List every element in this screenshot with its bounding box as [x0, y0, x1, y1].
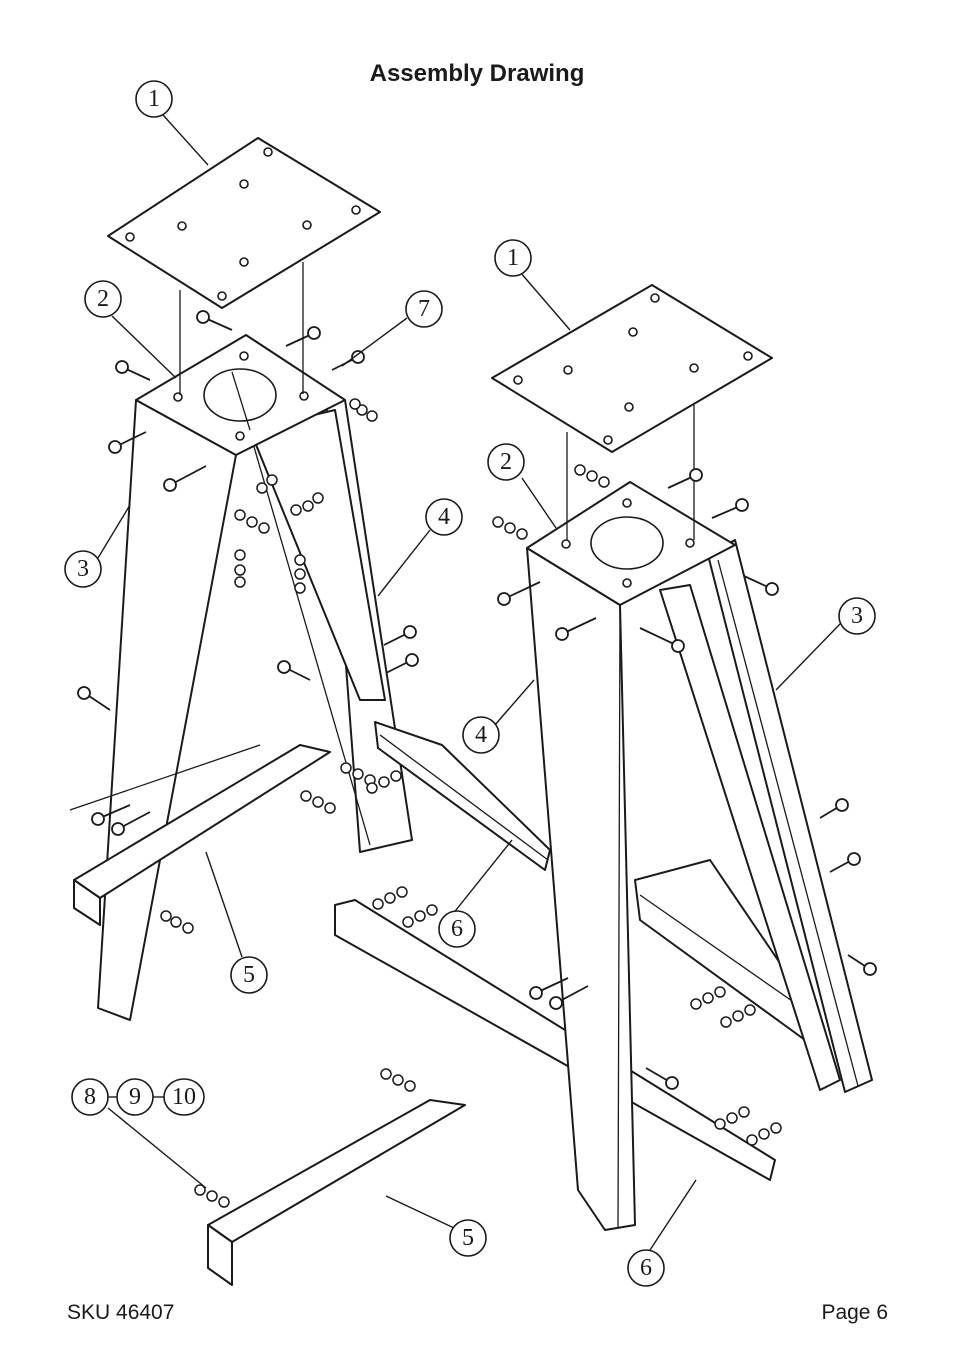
callout-3-right: 3	[838, 597, 876, 635]
right-top-plate	[491, 284, 773, 453]
callout-label: 6	[451, 916, 463, 942]
callout-2-left: 2	[84, 280, 122, 318]
callout-label: 2	[97, 286, 109, 312]
right-stand	[207, 284, 873, 1286]
callout-6-left: 6	[438, 910, 476, 948]
page-number: Page 6	[821, 1301, 888, 1324]
callout-9: 9	[116, 1078, 154, 1116]
callout-6-right: 6	[627, 1249, 665, 1287]
callout-label: 7	[418, 296, 430, 322]
callout-label: 10	[172, 1084, 196, 1110]
callout-1-left: 1	[135, 80, 173, 118]
callout-label: 8	[84, 1084, 96, 1110]
left-top-center-hole	[203, 368, 277, 422]
left-back-leg	[97, 399, 237, 1021]
callout-label: 3	[77, 556, 89, 582]
callout-label: 1	[507, 245, 519, 271]
callout-5-left: 5	[230, 956, 268, 994]
callout-label: 5	[462, 1225, 474, 1251]
callout-1-right: 1	[494, 239, 532, 277]
callout-4-left: 4	[425, 498, 463, 536]
callout-5-right: 5	[449, 1219, 487, 1257]
left-top-plate	[107, 137, 381, 309]
callout-label: 4	[438, 504, 450, 530]
right-front-brace	[207, 1099, 466, 1243]
callout-label: 9	[129, 1084, 141, 1110]
page-title: Assembly Drawing	[369, 60, 585, 87]
right-rear-leg	[659, 584, 841, 1091]
callout-label: 4	[475, 722, 487, 748]
right-top-center-hole	[590, 516, 664, 570]
leader-lines	[97, 114, 841, 1251]
callout-2-right: 2	[487, 443, 525, 481]
callout-label: 6	[640, 1255, 652, 1281]
callout-10: 10	[163, 1078, 205, 1116]
callout-label: 1	[148, 86, 160, 112]
right-side-rail	[334, 899, 776, 1181]
callout-3-left: 3	[64, 550, 102, 588]
callout-8: 8	[71, 1078, 109, 1116]
callout-4-right: 4	[462, 716, 500, 754]
bolts	[77, 310, 877, 1090]
nuts-and-washers	[160, 398, 782, 1208]
sku-label: SKU 46407	[67, 1301, 175, 1324]
left-stand	[69, 137, 551, 1021]
callout-label: 2	[500, 449, 512, 475]
callout-label: 5	[243, 962, 255, 988]
callout-7: 7	[405, 290, 443, 328]
callout-label: 3	[851, 603, 863, 629]
